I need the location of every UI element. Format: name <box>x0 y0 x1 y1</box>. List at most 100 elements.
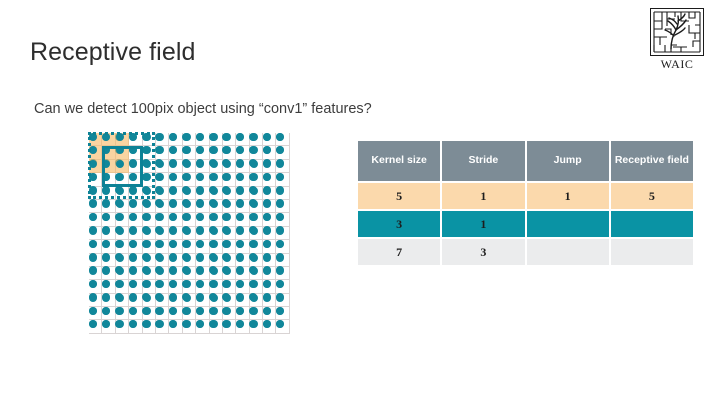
grid-cell <box>262 145 277 160</box>
grid-cell <box>262 293 277 308</box>
grid-cell <box>249 279 264 294</box>
grid-cell <box>249 226 264 241</box>
grid-cell <box>235 159 250 174</box>
grid-cell <box>262 266 277 281</box>
cell-receptive-field <box>610 239 693 265</box>
grid-cell <box>142 226 156 241</box>
grid-cell <box>168 293 183 308</box>
grid-cell <box>88 239 103 254</box>
grid-cell <box>222 252 237 267</box>
grid-cell <box>168 279 183 294</box>
grid-cell <box>155 172 170 187</box>
grid-cell <box>155 279 170 294</box>
grid-cell <box>249 186 264 200</box>
grid-cell <box>249 306 264 321</box>
kernel-window-box <box>102 146 143 187</box>
logo-text: WAIC <box>660 57 694 71</box>
grid-cell <box>115 306 130 321</box>
cell-stride: 1 <box>442 183 525 209</box>
grid-cell <box>155 239 170 254</box>
grid-cell <box>182 252 197 267</box>
grid-cell <box>115 266 130 281</box>
grid-cell <box>88 293 103 308</box>
grid-cell <box>262 319 277 334</box>
grid-cell <box>142 293 156 308</box>
grid-cell <box>235 212 250 227</box>
grid-cell <box>208 279 223 294</box>
grid-cell <box>262 226 277 241</box>
grid-cell <box>182 279 197 294</box>
grid-cell <box>155 226 170 241</box>
column-header-receptive-field: Receptive field <box>610 141 693 181</box>
grid-cell <box>168 319 183 334</box>
grid-cell <box>88 266 103 281</box>
grid-cell <box>208 145 223 160</box>
grid-cell <box>208 226 223 241</box>
grid-cell <box>208 319 223 334</box>
grid-cell <box>168 186 183 200</box>
grid-cell <box>168 212 183 227</box>
grid-cell <box>208 252 223 267</box>
grid-cell <box>262 132 277 147</box>
grid-cell <box>128 239 143 254</box>
grid-cell <box>249 132 264 147</box>
grid-cell <box>115 226 130 241</box>
grid-cell <box>142 306 156 321</box>
grid-cell <box>128 252 143 267</box>
grid-cell <box>235 306 250 321</box>
grid-cell <box>195 226 210 241</box>
grid-cell <box>128 266 143 281</box>
grid-cell <box>275 293 290 308</box>
grid-cell <box>101 212 116 227</box>
grid-cell <box>115 212 130 227</box>
grid-cell <box>168 145 183 160</box>
grid-cell <box>195 239 210 254</box>
grid-cell <box>182 145 197 160</box>
grid-cell <box>182 239 197 254</box>
receptive-field-table: Kernel size Stride Jump Receptive field … <box>356 139 695 267</box>
grid-cell <box>249 252 264 267</box>
grid-cell <box>222 145 237 160</box>
grid-cell <box>195 306 210 321</box>
grid-cell <box>195 279 210 294</box>
grid-cell <box>155 159 170 174</box>
grid-cell <box>222 212 237 227</box>
grid-cell <box>249 145 264 160</box>
grid-cell <box>155 306 170 321</box>
grid-cell <box>208 239 223 254</box>
grid-cell <box>222 279 237 294</box>
grid-cell <box>275 145 290 160</box>
grid-cell <box>88 199 103 214</box>
grid-cell <box>222 319 237 334</box>
grid-cell <box>101 226 116 241</box>
table-row: 3 1 <box>358 211 693 237</box>
grid-cell <box>235 279 250 294</box>
grid-cell <box>142 239 156 254</box>
slide-subtitle: Can we detect 100pix object using “conv1… <box>34 101 372 117</box>
grid-cell <box>275 252 290 267</box>
grid-cell <box>195 145 210 160</box>
grid-cell <box>275 159 290 174</box>
column-header-stride: Stride <box>442 141 525 181</box>
grid-cell <box>155 145 170 160</box>
grid-cell <box>208 199 223 214</box>
grid-cell <box>222 306 237 321</box>
cell-stride: 1 <box>442 211 525 237</box>
grid-cell <box>262 172 277 187</box>
grid-cell <box>275 186 290 200</box>
grid-cell <box>182 172 197 187</box>
grid-cell <box>275 132 290 147</box>
column-header-jump: Jump <box>526 141 609 181</box>
grid-cell <box>101 199 116 214</box>
grid-cell <box>262 212 277 227</box>
grid-cell <box>88 279 103 294</box>
grid-cell <box>101 239 116 254</box>
grid-cell <box>249 239 264 254</box>
grid-cell <box>142 199 156 214</box>
grid-cell <box>249 319 264 334</box>
grid-cell <box>155 199 170 214</box>
grid-cell <box>208 306 223 321</box>
grid-cell <box>128 319 143 334</box>
grid-cell <box>222 159 237 174</box>
grid-cell <box>208 186 223 200</box>
